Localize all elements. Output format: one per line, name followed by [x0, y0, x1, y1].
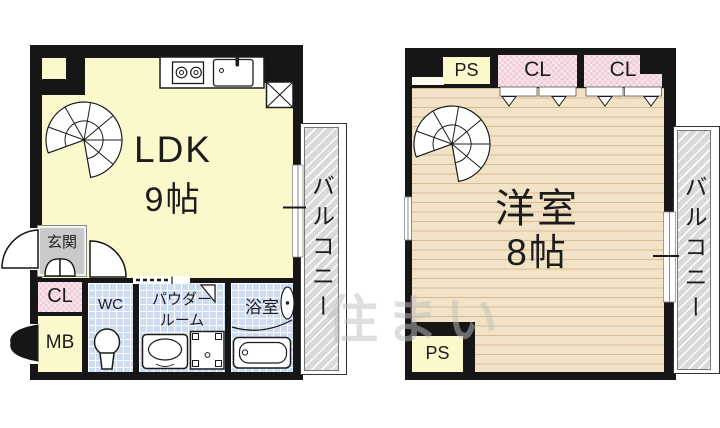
- bathroom: 浴室: [231, 283, 293, 372]
- mb-wall-opening: [30, 324, 38, 364]
- closet-f1: CL: [38, 282, 82, 312]
- closet-f2-left: CL: [498, 55, 577, 87]
- meter-box-label: MB: [45, 332, 75, 353]
- ldk-label: LDK: [134, 129, 212, 170]
- floor1-plan: 玄関 CL MB WC パウダー ルーム 浴室: [30, 45, 303, 380]
- floor2-plan: PS CL CL PS: [405, 48, 676, 380]
- powder-room: パウダー ルーム: [139, 283, 225, 372]
- corner-notch: [42, 58, 66, 79]
- bathroom-label: 浴室: [245, 298, 279, 317]
- wall-block-f2-topright: [640, 48, 676, 74]
- balcony-f2-hatch: バルコニー: [677, 130, 711, 370]
- entrance-label: 玄関: [46, 234, 77, 251]
- closet-f2-right-label: CL: [609, 58, 637, 81]
- balcony-f2: バルコニー: [673, 126, 720, 374]
- powder-label-2: ルーム: [159, 312, 205, 329]
- watermark: 住まい: [326, 292, 507, 350]
- balcony-f1: バルコニー: [300, 123, 347, 375]
- powder-label-1: パウダー: [151, 291, 212, 308]
- pipe-space-bottom: PS: [412, 336, 463, 372]
- wc-room: WC: [88, 283, 133, 372]
- balcony-f2-label: バルコニー: [681, 175, 707, 325]
- entrance-area: 玄関: [37, 225, 87, 277]
- entrance-wall-opening: [30, 228, 38, 270]
- pipe-space-top-label: PS: [454, 60, 479, 80]
- western-room-label: 洋室: [495, 187, 579, 231]
- wall-block-topright: [263, 45, 303, 83]
- balcony-f1-hatch: バルコニー: [304, 127, 339, 371]
- pipe-space-top: PS: [443, 57, 490, 84]
- pipe-space-bottom-label: PS: [425, 343, 450, 363]
- wc-label: WC: [98, 296, 123, 313]
- ldk-size-label: 9帖: [144, 181, 202, 219]
- ps-step-strip: [412, 77, 444, 85]
- western-room-size-label: 8帖: [506, 232, 568, 273]
- balcony-f1-label: バルコニー: [308, 174, 335, 324]
- closet-f2-left-label: CL: [524, 58, 551, 81]
- meter-box: MB: [38, 316, 82, 372]
- closet-f1-label: CL: [47, 285, 73, 307]
